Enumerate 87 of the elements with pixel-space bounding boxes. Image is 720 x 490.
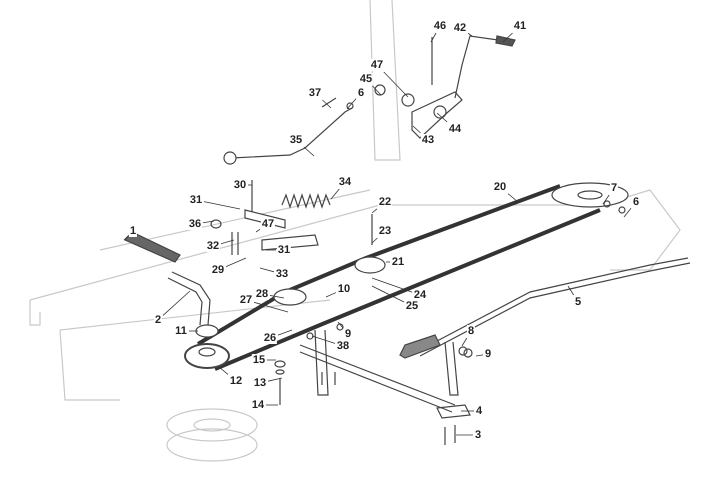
callout-number: 14: [250, 399, 266, 411]
leader-line: [162, 290, 190, 316]
leader-line: [278, 330, 292, 336]
leader-line: [256, 228, 260, 232]
leader-line: [372, 286, 404, 302]
callout-number: 2: [154, 314, 162, 326]
callout-number: 47: [260, 218, 276, 230]
leader-line: [460, 410, 474, 412]
leader-line: [322, 100, 332, 108]
leader-line: [254, 302, 288, 312]
callout-number: 6: [632, 196, 640, 208]
leader-line: [188, 330, 198, 332]
leader-line: [124, 236, 128, 240]
callout-number: 9: [484, 348, 492, 360]
leader-line: [260, 268, 274, 272]
callout-number: 37: [308, 87, 322, 99]
leader-line: [218, 366, 228, 375]
leader-line: [330, 188, 340, 200]
leader-line: [204, 201, 240, 210]
callout-number: 46: [432, 20, 448, 32]
callout-number: 42: [452, 22, 468, 34]
callout-number: 6: [356, 87, 366, 99]
leader-line: [430, 32, 436, 42]
callout-number: 27: [238, 294, 254, 306]
leader-line: [412, 126, 421, 134]
callout-number: 35: [288, 134, 304, 146]
leader-line: [326, 292, 336, 298]
callout-number: 44: [448, 123, 462, 135]
leader-line: [266, 404, 278, 406]
leader-line: [372, 208, 378, 214]
leader-line: [372, 278, 412, 293]
callout-number: 31: [276, 244, 292, 256]
callout-number: 47: [370, 59, 384, 71]
callout-number: 36: [188, 218, 202, 230]
leader-line: [303, 146, 314, 156]
callout-number: 33: [274, 268, 290, 280]
leader-line: [602, 194, 610, 204]
callout-number: 3: [474, 429, 482, 441]
leader-line: [456, 434, 474, 436]
leader-line: [624, 208, 632, 218]
callout-number: 5: [574, 296, 582, 308]
callout-number: 20: [492, 181, 508, 193]
leader-line: [508, 193, 518, 202]
callout-number: 1: [128, 225, 138, 237]
leader-line: [476, 354, 484, 356]
callout-number: 24: [412, 289, 428, 301]
callout-number: 23: [378, 225, 392, 237]
leader-line: [372, 86, 382, 96]
leader-line: [346, 98, 356, 110]
callout-number: 8: [466, 325, 476, 337]
callout-number: 22: [378, 196, 392, 208]
callout-number: 30: [232, 179, 248, 191]
callout-number: 31: [188, 194, 204, 206]
leader-line: [502, 32, 513, 42]
callout-number: 29: [210, 264, 226, 276]
leader-line: [202, 220, 214, 224]
callout-number: 4: [474, 405, 484, 417]
callout-number: 26: [262, 332, 278, 344]
callout-number: 15: [252, 354, 266, 366]
callout-number: 45: [358, 73, 374, 85]
callout-number: 25: [404, 300, 420, 312]
callout-number: 12: [228, 375, 244, 387]
callout-number: 7: [610, 182, 618, 194]
leader-line: [248, 184, 252, 186]
callout-number: 9: [344, 328, 352, 340]
leader-line: [468, 32, 472, 36]
callout-number: 13: [252, 377, 268, 389]
callout-number: 10: [336, 283, 352, 295]
callout-number: 43: [420, 134, 436, 146]
callout-number: 28: [254, 288, 270, 300]
callout-number: 41: [512, 20, 528, 32]
callout-number: 38: [336, 340, 350, 352]
leader-line: [383, 72, 408, 98]
leader-line: [226, 258, 246, 267]
leader-line: [568, 286, 574, 296]
callout-number: 34: [338, 176, 352, 188]
callout-number: 32: [206, 240, 220, 252]
callout-number: 11: [174, 325, 188, 337]
leader-line: [270, 295, 284, 298]
leader-line: [268, 378, 282, 382]
leader-line: [312, 336, 336, 344]
leader-line: [436, 112, 448, 122]
leader-line: [338, 322, 344, 328]
callout-number: 21: [390, 256, 406, 268]
leader-line: [462, 338, 468, 346]
leader-line: [372, 238, 378, 244]
leader-line: [220, 240, 234, 244]
